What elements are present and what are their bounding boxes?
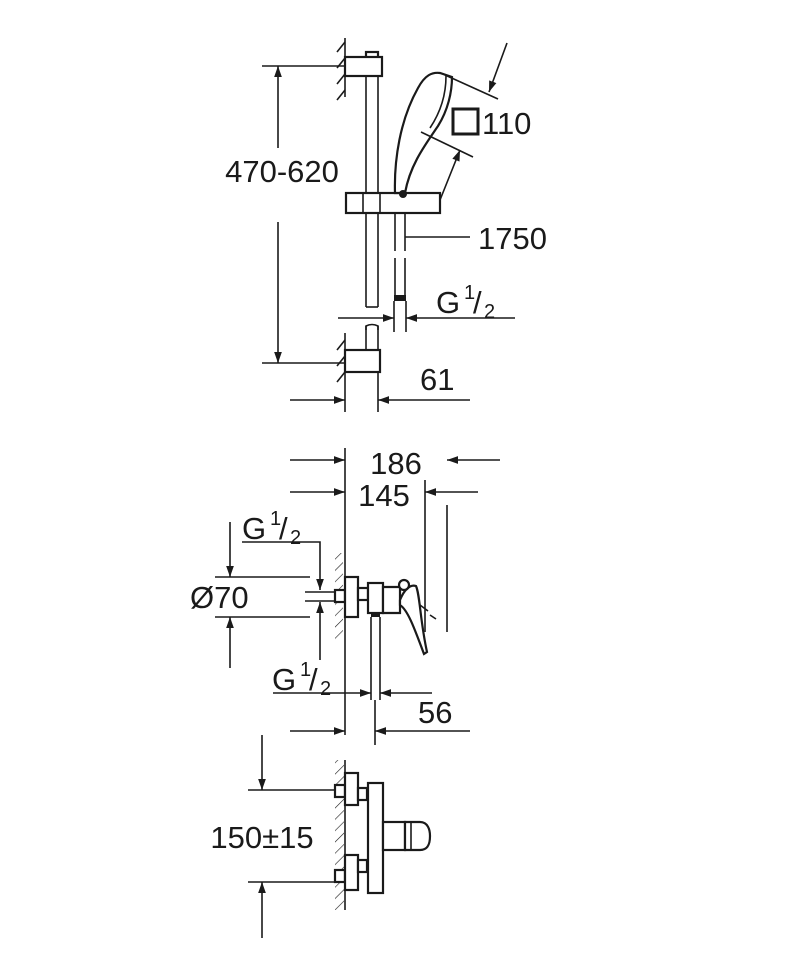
rail-top-bracket bbox=[343, 55, 384, 78]
hand-shower-size-label: 110 bbox=[482, 106, 531, 141]
shower-rail-view: 470-620 110 1750 G 1 / 2 bbox=[225, 38, 547, 412]
thread-numerator: 1 bbox=[270, 508, 281, 530]
dimension-inlet-thread: G 1 / 2 bbox=[242, 508, 324, 660]
inlet-spacing-label: 150±15 bbox=[210, 820, 313, 855]
dimension-total-depth: 186 bbox=[290, 446, 500, 481]
wall-offset-label: 61 bbox=[420, 362, 454, 397]
shower-hose bbox=[393, 213, 407, 332]
dimension-hose-thread: G 1 / 2 bbox=[338, 282, 515, 323]
mixer-front-view: 150±15 bbox=[210, 735, 432, 938]
hose-length-label: 1750 bbox=[478, 221, 547, 256]
thread-denominator: 2 bbox=[320, 678, 331, 700]
svg-text:/: / bbox=[279, 511, 288, 546]
mixer-valve-side bbox=[333, 575, 437, 745]
thread-numerator: 1 bbox=[464, 282, 475, 304]
svg-text:/: / bbox=[473, 285, 482, 320]
thread-prefix: G bbox=[272, 662, 296, 697]
body-depth-label: 145 bbox=[358, 478, 410, 513]
rail-slider bbox=[344, 191, 442, 215]
dimension-hand-shower-size: 110 bbox=[420, 42, 531, 201]
thread-denominator: 2 bbox=[484, 301, 495, 323]
thread-prefix: G bbox=[242, 511, 266, 546]
mixer-side-view: 186 145 G 1 / 2 Ø70 bbox=[190, 446, 500, 745]
wall-hatch bbox=[335, 760, 344, 910]
dimension-inlet-spacing: 150±15 bbox=[210, 735, 335, 938]
mixer-lever-front bbox=[381, 820, 432, 852]
mixer-body bbox=[366, 781, 385, 895]
dimension-rosette-diameter: Ø70 bbox=[190, 522, 335, 668]
dimension-outlet-offset: 56 bbox=[290, 695, 470, 735]
thread-denominator: 2 bbox=[290, 527, 301, 549]
dimension-outlet-thread: G 1 / 2 bbox=[272, 659, 432, 700]
square-symbol-icon bbox=[451, 107, 480, 136]
dimension-height-range: 470-620 bbox=[225, 65, 345, 364]
dimension-body-depth: 145 bbox=[290, 478, 478, 513]
hand-shower bbox=[393, 71, 454, 198]
svg-text:/: / bbox=[309, 662, 318, 697]
outlet-offset-label: 56 bbox=[418, 695, 452, 730]
total-depth-label: 186 bbox=[370, 446, 422, 481]
rosette-diameter-label: Ø70 bbox=[190, 580, 249, 615]
rail-bottom-bracket bbox=[343, 348, 382, 374]
thread-prefix: G bbox=[436, 285, 460, 320]
thread-numerator: 1 bbox=[300, 659, 311, 681]
height-range-label: 470-620 bbox=[225, 154, 339, 189]
dimension-hose-length: 1750 bbox=[405, 221, 547, 256]
dimension-wall-offset: 61 bbox=[290, 362, 470, 412]
wall-top bbox=[336, 38, 346, 101]
